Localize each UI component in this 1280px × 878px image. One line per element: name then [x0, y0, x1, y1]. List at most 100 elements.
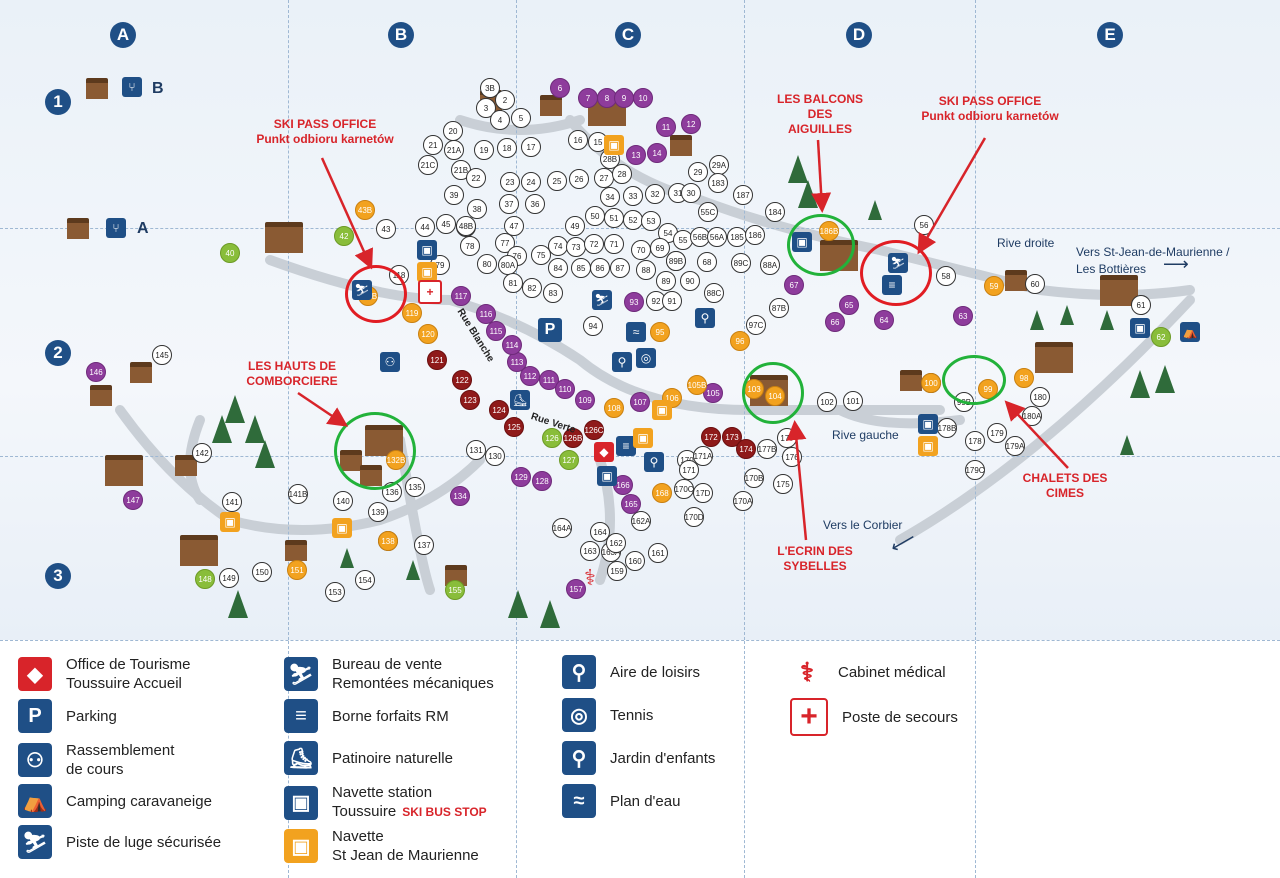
- building-number-badge[interactable]: 85: [571, 258, 591, 278]
- playground-icon[interactable]: ⚲: [612, 352, 632, 372]
- building-number-badge[interactable]: 32: [645, 184, 665, 204]
- ski-pass-terminal-icon[interactable]: ≡: [616, 436, 636, 456]
- building-number-badge[interactable]: 170B: [744, 468, 764, 488]
- building-number-badge[interactable]: 135: [405, 477, 425, 497]
- building-number-badge[interactable]: 86: [590, 258, 610, 278]
- building-number-badge[interactable]: 164A: [552, 518, 572, 538]
- building-number-badge[interactable]: 4: [490, 110, 510, 130]
- building-number-badge[interactable]: 108: [604, 398, 624, 418]
- building-number-badge[interactable]: 137: [414, 535, 434, 555]
- building-number-badge[interactable]: 125: [504, 417, 524, 437]
- building-number-badge[interactable]: 148: [195, 569, 215, 589]
- building-number-badge[interactable]: 65: [839, 295, 859, 315]
- building-number-badge[interactable]: 60: [1025, 274, 1045, 294]
- building-number-badge[interactable]: 94: [583, 316, 603, 336]
- building-number-badge[interactable]: 88C: [704, 283, 724, 303]
- building-number-badge[interactable]: 171A: [693, 446, 713, 466]
- building-number-badge[interactable]: 43: [376, 219, 396, 239]
- building-number-badge[interactable]: 89C: [731, 253, 751, 273]
- building-number-badge[interactable]: 142: [192, 443, 212, 463]
- building-number-badge[interactable]: 114: [502, 335, 522, 355]
- building-number-badge[interactable]: 154: [355, 570, 375, 590]
- building-number-badge[interactable]: 187: [733, 185, 753, 205]
- building-number-badge[interactable]: 164: [590, 522, 610, 542]
- building-number-badge[interactable]: 42: [334, 226, 354, 246]
- shuttle-bus-icon[interactable]: ▣: [1130, 318, 1150, 338]
- building-number-badge[interactable]: 29A: [709, 155, 729, 175]
- building-number-badge[interactable]: 78: [460, 236, 480, 256]
- building-number-badge[interactable]: 102: [817, 392, 837, 412]
- building-number-badge[interactable]: 74: [548, 236, 568, 256]
- building-number-badge[interactable]: 124: [489, 400, 509, 420]
- building-number-badge[interactable]: 82: [522, 278, 542, 298]
- building-number-badge[interactable]: 67: [784, 275, 804, 295]
- building-number-badge[interactable]: 117: [451, 286, 471, 306]
- building-number-badge[interactable]: 21C: [418, 155, 438, 175]
- building-number-badge[interactable]: 6: [550, 78, 570, 98]
- tennis-icon[interactable]: ◎: [636, 348, 656, 368]
- building-number-badge[interactable]: 53: [641, 211, 661, 231]
- building-number-badge[interactable]: 105B: [687, 375, 707, 395]
- building-number-badge[interactable]: 153: [325, 582, 345, 602]
- building-number-badge[interactable]: 66: [825, 312, 845, 332]
- building-number-badge[interactable]: 30: [681, 183, 701, 203]
- building-number-badge[interactable]: 83: [543, 283, 563, 303]
- building-number-badge[interactable]: 72: [584, 234, 604, 254]
- building-number-badge[interactable]: 162: [606, 533, 626, 553]
- leisure-area-icon[interactable]: ⚲: [695, 308, 715, 328]
- meeting-point-icon[interactable]: ⚇: [380, 352, 400, 372]
- building-number-badge[interactable]: 8: [597, 88, 617, 108]
- shuttle-bus-icon[interactable]: ▣: [417, 240, 437, 260]
- building-number-badge[interactable]: 14: [647, 143, 667, 163]
- building-number-badge[interactable]: 127: [559, 450, 579, 470]
- building-number-badge[interactable]: 109: [575, 390, 595, 410]
- building-number-badge[interactable]: 75: [531, 245, 551, 265]
- building-number-badge[interactable]: 33: [623, 186, 643, 206]
- building-number-badge[interactable]: 110: [555, 379, 575, 399]
- camping-icon[interactable]: ⛺: [1180, 322, 1200, 342]
- building-number-badge[interactable]: 37: [499, 194, 519, 214]
- building-number-badge[interactable]: 157: [566, 579, 586, 599]
- building-number-badge[interactable]: 45: [436, 214, 456, 234]
- building-number-badge[interactable]: 56B: [690, 227, 710, 247]
- building-number-badge[interactable]: 44: [415, 217, 435, 237]
- shuttle-bus-icon[interactable]: ▣: [918, 414, 938, 434]
- fork-knife-icon[interactable]: ⑂: [106, 218, 126, 238]
- building-number-badge[interactable]: 21: [423, 135, 443, 155]
- building-number-badge[interactable]: 115: [486, 321, 506, 341]
- building-number-badge[interactable]: 170D: [684, 507, 704, 527]
- building-number-badge[interactable]: 177B: [757, 439, 777, 459]
- building-number-badge[interactable]: 40: [220, 243, 240, 263]
- building-number-badge[interactable]: 179A: [1005, 436, 1025, 456]
- building-number-badge[interactable]: 93: [624, 292, 644, 312]
- building-number-badge[interactable]: 128: [532, 471, 552, 491]
- building-number-badge[interactable]: 184: [765, 202, 785, 222]
- building-number-badge[interactable]: 38: [467, 199, 487, 219]
- shuttle-st-jean-icon[interactable]: ▣: [633, 428, 653, 448]
- building-number-badge[interactable]: 122: [452, 370, 472, 390]
- building-number-badge[interactable]: 165: [621, 494, 641, 514]
- building-number-badge[interactable]: 139: [368, 502, 388, 522]
- building-number-badge[interactable]: 48B: [456, 216, 476, 236]
- building-number-badge[interactable]: 179: [987, 423, 1007, 443]
- building-number-badge[interactable]: 141: [222, 492, 242, 512]
- building-number-badge[interactable]: 55C: [698, 202, 718, 222]
- building-number-badge[interactable]: 180: [1030, 387, 1050, 407]
- building-number-badge[interactable]: 25: [547, 171, 567, 191]
- building-number-badge[interactable]: 146: [86, 362, 106, 382]
- building-number-badge[interactable]: 88A: [760, 255, 780, 275]
- building-number-badge[interactable]: 126: [542, 428, 562, 448]
- building-number-badge[interactable]: 95: [650, 322, 670, 342]
- playground-icon[interactable]: ⚲: [644, 452, 664, 472]
- building-number-badge[interactable]: 17: [521, 137, 541, 157]
- skating-rink-icon[interactable]: ⛸: [510, 390, 530, 410]
- building-number-badge[interactable]: 160: [625, 551, 645, 571]
- building-number-badge[interactable]: 183: [708, 173, 728, 193]
- building-number-badge[interactable]: 71: [604, 234, 624, 254]
- building-number-badge[interactable]: 174: [736, 439, 756, 459]
- building-number-badge[interactable]: 171: [679, 460, 699, 480]
- building-number-badge[interactable]: 96: [730, 331, 750, 351]
- building-number-badge[interactable]: 3B: [480, 78, 500, 98]
- building-number-badge[interactable]: 129: [511, 467, 531, 487]
- building-number-badge[interactable]: 121: [427, 350, 447, 370]
